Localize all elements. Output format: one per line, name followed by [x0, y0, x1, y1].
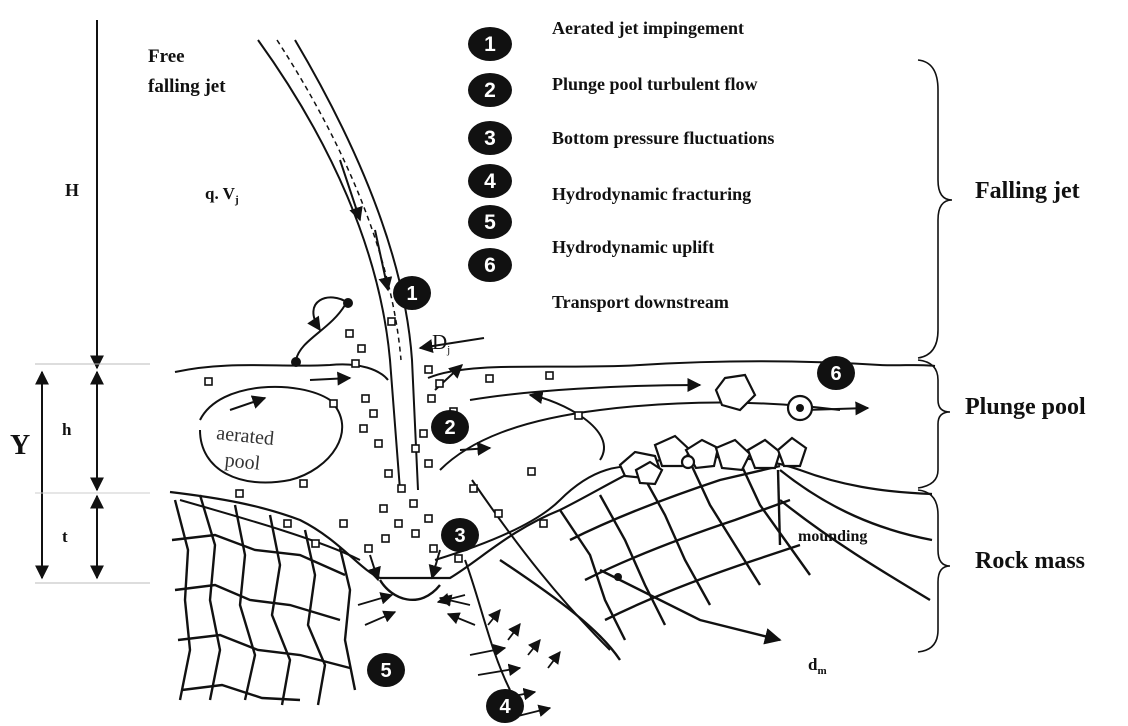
dj-main: D — [432, 330, 447, 354]
rock-mesh-right — [500, 462, 932, 660]
flow-dot — [343, 298, 353, 308]
discharge-velocity-label: q. Vj — [205, 184, 239, 206]
zone-braces — [918, 60, 952, 652]
legend-item-5: Hydrodynamic uplift — [552, 237, 714, 258]
rock-dot — [614, 573, 622, 581]
legend-badge-1: 1 — [484, 33, 496, 56]
pool-depth-h-label: h — [62, 420, 71, 440]
legend-badges: 1 2 3 4 5 6 — [468, 27, 512, 282]
rock-blocks — [620, 375, 812, 484]
dm-subscript: m — [817, 665, 826, 677]
free-falling-jet-label: Free falling jet — [148, 42, 226, 102]
badge-6-diagram-num: 6 — [830, 363, 841, 385]
transport-dot — [796, 404, 804, 412]
legend-badge-3: 3 — [484, 127, 496, 150]
dimension-lines — [35, 20, 150, 583]
free-falling-jet-line2: falling jet — [148, 72, 226, 102]
badge-4-diagram-num: 4 — [499, 696, 511, 718]
mounding-label: mounding — [798, 528, 867, 546]
badge-5-diagram-num: 5 — [380, 660, 391, 682]
dj-subscript: j — [447, 344, 450, 356]
qv-main: q. V — [205, 184, 235, 203]
flow-dot — [291, 357, 301, 367]
zone-falling-jet: Falling jet — [975, 178, 1080, 205]
legend-badge-6: 6 — [484, 254, 496, 277]
zone-rock-mass: Rock mass — [975, 548, 1085, 575]
qv-subscript: j — [235, 194, 239, 206]
legend-item-2: Plunge pool turbulent flow — [552, 74, 758, 95]
legend-badge-5: 5 — [484, 211, 496, 234]
legend-item-4: Hydrodynamic fracturing — [552, 184, 751, 205]
jet-diameter-label: Dj — [432, 330, 450, 356]
legend-item-6: Transport downstream — [552, 292, 729, 313]
legend-item-1: Aerated jet impingement — [552, 18, 744, 39]
aerated-pool-label: aerated pool — [212, 420, 275, 478]
block-size-dm-label: dm — [808, 655, 827, 677]
badge-3-diagram-num: 3 — [454, 525, 465, 547]
legend-badge-2: 2 — [484, 79, 496, 102]
badge-1-diagram-num: 1 — [406, 283, 417, 305]
scour-hole — [170, 457, 932, 578]
total-depth-Y-label: Y — [10, 430, 30, 462]
legend-item-3: Bottom pressure fluctuations — [552, 128, 774, 149]
zone-plunge-pool: Plunge pool — [965, 394, 1086, 421]
scour-depth-t-label: t — [62, 527, 68, 547]
plunge-pool-flow — [175, 297, 935, 690]
legend-badge-4: 4 — [484, 170, 496, 193]
falling-jet — [258, 40, 418, 490]
badge-2-diagram-num: 2 — [444, 417, 455, 439]
free-falling-jet-line1: Free — [148, 42, 226, 72]
height-H-label: H — [65, 180, 79, 201]
